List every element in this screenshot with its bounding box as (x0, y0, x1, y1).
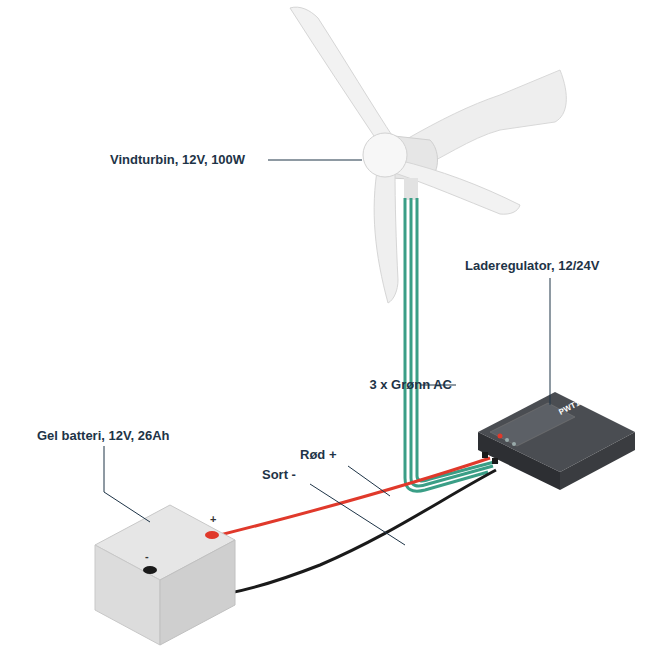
leader-lines (104, 160, 550, 545)
terminal-mark: + (210, 511, 216, 527)
turbine-label: Vindturbin, 12V, 100W (110, 152, 245, 168)
terminal-mark: - (145, 548, 149, 564)
wire-label: Rød + (300, 447, 336, 463)
turbine-blade (290, 7, 395, 145)
battery-label: Gel batteri, 12V, 26Ah (37, 428, 169, 444)
wire-label: Sort - (262, 467, 296, 483)
turbine-mast (404, 178, 418, 200)
turbine-blade (374, 165, 398, 303)
charge-controller (478, 392, 635, 490)
wire-label: 3 x Grønn AC (369, 377, 452, 393)
turbine-hub (363, 133, 407, 177)
gel-battery (95, 505, 235, 645)
controller-label: Laderegulator, 12/24V (465, 258, 599, 274)
